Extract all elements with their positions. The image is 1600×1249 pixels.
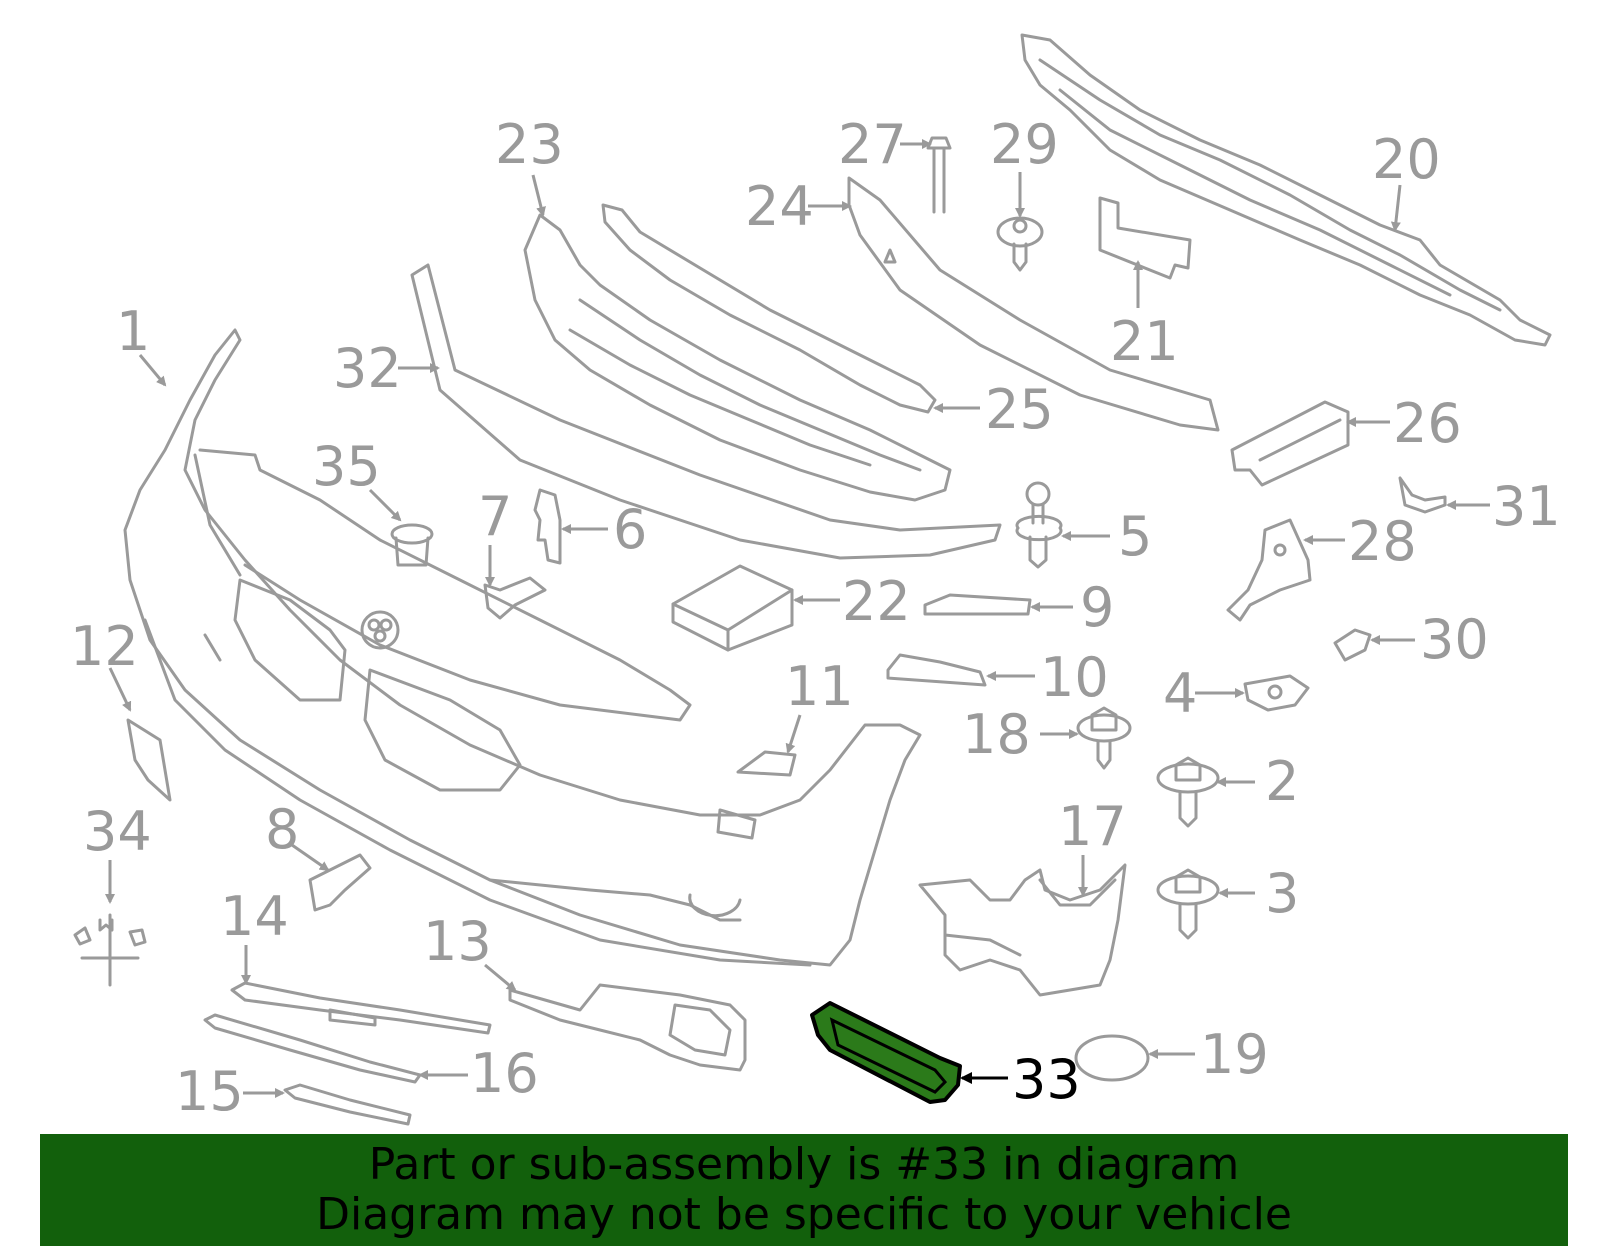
callout-11[interactable]: 11 — [785, 655, 854, 718]
callout-32[interactable]: 32 — [333, 337, 402, 400]
callout-23[interactable]: 23 — [495, 113, 564, 176]
callout-24[interactable]: 24 — [745, 175, 814, 238]
part-28-bracket — [1226, 518, 1312, 622]
part-34-emblem — [73, 913, 147, 987]
callout-arrows — [105, 139, 1490, 1098]
part-1-bumper-cover — [123, 328, 922, 967]
part-16-strip — [203, 1013, 422, 1084]
part-32-trim-strip — [410, 263, 1002, 560]
callout-18[interactable]: 18 — [962, 703, 1031, 766]
part-23-absorber-grid — [523, 213, 952, 502]
part-9-strip — [923, 593, 1032, 616]
part-35-clip — [390, 523, 434, 567]
callout-26[interactable]: 26 — [1393, 392, 1462, 455]
callout-numbers: 1 2 3 4 5 6 7 8 9 10 11 12 13 14 15 16 1… — [70, 113, 1561, 1123]
callout-13[interactable]: 13 — [423, 910, 492, 973]
part-5-rivet — [1015, 481, 1063, 569]
part-12-reflector — [126, 718, 172, 802]
callout-6[interactable]: 6 — [613, 498, 647, 561]
callout-7[interactable]: 7 — [478, 485, 512, 548]
part-4-nut — [1243, 674, 1310, 712]
part-3-screw — [1156, 868, 1220, 940]
arrow-11 — [785, 714, 802, 754]
callout-3[interactable]: 3 — [1265, 862, 1299, 925]
callout-30[interactable]: 30 — [1420, 608, 1489, 671]
banner-line-2: Diagram may not be specific to your vehi… — [316, 1189, 1292, 1240]
part-24-absorber — [847, 176, 1220, 432]
arrow-1 — [138, 354, 167, 387]
part-30-clip — [1333, 628, 1372, 662]
arrow-13 — [484, 963, 517, 992]
callout-4[interactable]: 4 — [1163, 662, 1197, 725]
part-2-screw — [1156, 756, 1220, 828]
callout-19[interactable]: 19 — [1200, 1023, 1269, 1086]
callout-2[interactable]: 2 — [1265, 750, 1299, 813]
part-15-strip — [283, 1083, 412, 1126]
callout-1[interactable]: 1 — [116, 300, 150, 363]
callout-12[interactable]: 12 — [70, 615, 139, 678]
callout-31[interactable]: 31 — [1492, 475, 1561, 538]
callout-17[interactable]: 17 — [1058, 795, 1127, 858]
callout-27[interactable]: 27 — [838, 113, 907, 176]
part-31-clip — [1398, 476, 1447, 514]
callout-29[interactable]: 29 — [990, 113, 1059, 176]
part-21-bracket — [1098, 196, 1192, 280]
callout-10[interactable]: 10 — [1040, 646, 1109, 709]
arrow-12 — [108, 667, 132, 712]
part-14-strip — [230, 981, 492, 1035]
callout-22[interactable]: 22 — [842, 570, 911, 633]
callout-5[interactable]: 5 — [1118, 505, 1152, 568]
part-17-bracket — [918, 863, 1127, 997]
callout-9[interactable]: 9 — [1080, 576, 1114, 639]
info-banner: Part or sub-assembly is #33 in diagram D… — [40, 1134, 1568, 1246]
part-11-cap — [736, 750, 797, 777]
part-6-bracket — [533, 488, 562, 565]
part-25-strip — [601, 203, 937, 414]
callout-28[interactable]: 28 — [1348, 510, 1417, 573]
callout-8[interactable]: 8 — [265, 798, 299, 861]
callout-25[interactable]: 25 — [985, 378, 1054, 441]
part-13-fog-trim — [508, 983, 747, 1072]
part-22-box — [671, 564, 794, 652]
part-10-strip — [886, 653, 987, 687]
callout-21[interactable]: 21 — [1110, 310, 1179, 373]
callout-33[interactable]: 33 — [1012, 1048, 1081, 1111]
part-33-highlighted[interactable] — [810, 1001, 962, 1104]
arrow-23 — [531, 174, 546, 217]
callout-20[interactable]: 20 — [1372, 128, 1441, 191]
part-26-bracket — [1230, 400, 1350, 487]
part-29-fastener — [996, 216, 1044, 272]
part-19-ring — [1074, 1034, 1150, 1082]
callout-35[interactable]: 35 — [312, 435, 381, 498]
part-7-bracket — [483, 576, 547, 620]
arrow-8 — [291, 843, 330, 872]
part-18-bolt — [1076, 706, 1132, 770]
part-20-bumper-carrier — [1020, 33, 1552, 347]
arrow-20 — [1390, 184, 1402, 232]
callout-16[interactable]: 16 — [470, 1042, 539, 1105]
part-8-bracket — [308, 853, 372, 912]
callout-34[interactable]: 34 — [83, 800, 152, 863]
banner-line-1: Part or sub-assembly is #33 in diagram — [368, 1139, 1240, 1190]
callout-15[interactable]: 15 — [175, 1060, 244, 1123]
callout-14[interactable]: 14 — [220, 885, 289, 948]
arrow-35 — [368, 488, 402, 522]
part-27-bolt — [926, 136, 952, 214]
